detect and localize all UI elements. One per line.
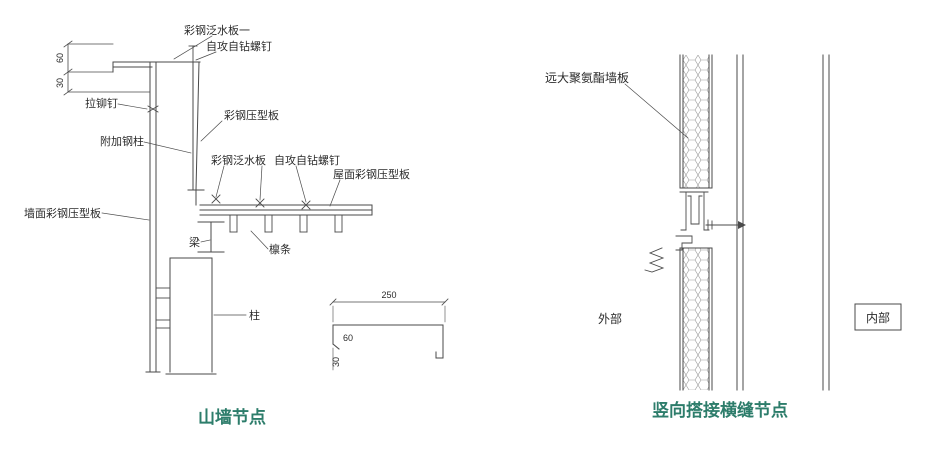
label-screw-mid: 自攻自钻螺钉 bbox=[274, 153, 340, 167]
joint-clip bbox=[675, 191, 710, 251]
left-diagram-title: 山墙节点 bbox=[198, 407, 266, 427]
interior-label-box bbox=[854, 303, 902, 331]
inner-liner-lines bbox=[736, 54, 830, 391]
vertical-lap-seam-drawing: 远大聚氨酯墙板 外部 内部 竖向搭接横缝节点 bbox=[545, 54, 902, 420]
label-rivet: 拉铆钉 bbox=[85, 96, 118, 110]
label-roof-sheet: 屋面彩钢压型板 bbox=[333, 167, 410, 181]
vertical-lap-seam-panel: 远大聚氨酯墙板 外部 内部 竖向搭接横缝节点 bbox=[470, 0, 950, 450]
sealant-zigzag bbox=[644, 247, 665, 273]
label-beam: 梁 bbox=[189, 235, 200, 249]
dim-detail-250: 250 bbox=[381, 290, 396, 300]
dim-detail-60: 60 bbox=[343, 333, 353, 343]
rivet-mark bbox=[147, 105, 159, 113]
roof-sheet-lines bbox=[199, 204, 373, 216]
roof-screw-marks bbox=[211, 194, 311, 210]
column-shape bbox=[165, 257, 217, 375]
gable-wall-detail-drawing: 彩钢泛水板一 自攻自钻螺钉 拉铆钉 附加钢柱 彩钢压型板 彩钢泛水板 自攻自钻螺… bbox=[24, 23, 449, 427]
top-screw-symbol bbox=[188, 45, 198, 63]
label-interior: 内部 bbox=[866, 310, 890, 325]
added-steel-column-shape bbox=[187, 61, 205, 206]
label-added-steel-column: 附加钢柱 bbox=[100, 134, 144, 148]
leader-lines bbox=[101, 35, 341, 316]
panel-lower-segment bbox=[679, 247, 713, 391]
beam-section bbox=[197, 221, 225, 253]
wall-brackets bbox=[155, 287, 171, 329]
label-profiled-sheet: 彩钢压型板 bbox=[224, 108, 279, 122]
label-polyurethane-panel: 远大聚氨酯墙板 bbox=[545, 71, 629, 85]
screw-symbol bbox=[705, 219, 746, 231]
label-exterior: 外部 bbox=[598, 311, 622, 326]
panel-leader-line bbox=[624, 83, 689, 139]
gable-wall-detail-panel: 彩钢泛水板一 自攻自钻螺钉 拉铆钉 附加钢柱 彩钢压型板 彩钢泛水板 自攻自钻螺… bbox=[0, 0, 470, 450]
label-screw-top: 自攻自钻螺钉 bbox=[206, 39, 272, 53]
dim-wall-top-60: 60 bbox=[55, 53, 65, 63]
label-column: 柱 bbox=[249, 308, 260, 322]
label-flashing-mid: 彩钢泛水板 bbox=[211, 153, 266, 167]
label-flashing-top: 彩钢泛水板一 bbox=[184, 23, 250, 37]
dim-wall-top-30: 30 bbox=[55, 78, 65, 88]
flashing-sub-detail bbox=[329, 298, 449, 371]
label-purlin: 檩条 bbox=[269, 242, 291, 256]
right-diagram-title: 竖向搭接横缝节点 bbox=[652, 400, 788, 420]
purlin-marks bbox=[229, 214, 343, 233]
top-dimension-lines bbox=[63, 40, 151, 96]
dim-detail-30: 30 bbox=[331, 357, 341, 367]
label-wall-sheet: 墙面彩钢压型板 bbox=[24, 206, 101, 220]
panel-upper-segment bbox=[679, 54, 713, 189]
